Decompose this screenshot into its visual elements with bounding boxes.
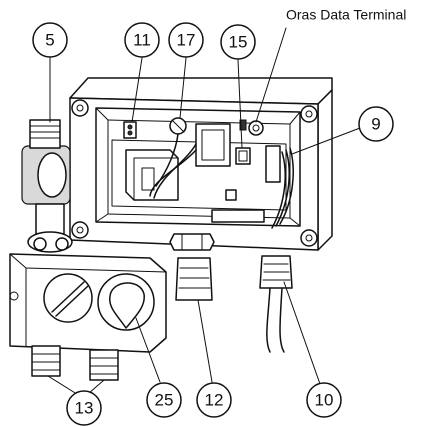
- side-connector: [265, 145, 281, 183]
- terminal-block-11: [123, 121, 137, 139]
- screw-slot: [55, 285, 89, 317]
- leader-9: [291, 127, 361, 155]
- cavity-left-wall: [95, 107, 109, 223]
- leader-15: [237, 59, 243, 149]
- leader-terminal: [255, 27, 287, 123]
- corner-boss-bottom-right: [300, 229, 318, 247]
- terminal-pin: [127, 130, 133, 136]
- data-terminal-socket: [248, 120, 264, 136]
- nut-facets: [181, 233, 203, 251]
- callout-12: 12: [196, 382, 232, 418]
- callout-circle: [220, 24, 256, 60]
- bottom-plate: [211, 209, 265, 223]
- data-terminal-core: [252, 124, 260, 132]
- valve-lower-fitting: [35, 203, 65, 235]
- leader-13a: [47, 375, 81, 397]
- mixer-block: [9, 253, 167, 381]
- wire: [149, 149, 197, 197]
- callout-11: 11: [124, 22, 160, 58]
- corner-boss-bottom-left: [71, 221, 89, 239]
- connector-15: [235, 147, 251, 165]
- cable-10: [266, 287, 271, 353]
- cable-wire: [279, 147, 294, 225]
- callout-circle: [306, 382, 342, 418]
- boss-hole: [76, 226, 84, 234]
- relay-face: [201, 129, 225, 161]
- transformer-edges: [133, 157, 179, 201]
- cable-wire: [271, 151, 286, 229]
- small-chip: [225, 189, 237, 201]
- corner-boss-top-right: [300, 105, 318, 123]
- callout-label: 17: [177, 30, 196, 49]
- outlet-right: [89, 349, 119, 381]
- leader-17: [179, 57, 187, 119]
- wire: [155, 133, 179, 187]
- fitting-threads: [29, 125, 61, 139]
- screw-slot: [51, 281, 85, 313]
- callout-circle: [358, 106, 394, 142]
- valve-coil: [37, 152, 67, 198]
- callout-label: 25: [155, 390, 174, 409]
- callout-circle: [196, 382, 232, 418]
- outlet-threads: [89, 357, 119, 375]
- gland-nut-top: [169, 233, 215, 251]
- valve-assembly: [21, 119, 73, 253]
- callout-circle: [32, 22, 68, 58]
- screw-slot: [171, 119, 185, 133]
- outlet-threads: [31, 353, 61, 371]
- cable-wire: [275, 149, 290, 227]
- callout-label: 11: [133, 30, 151, 49]
- callout-label: 12: [205, 390, 224, 409]
- leader-lines: [47, 27, 361, 397]
- leader-12: [197, 299, 213, 383]
- leader-11: [131, 57, 143, 123]
- callout-5: 5: [32, 22, 68, 58]
- gland-12-threads: [178, 267, 211, 289]
- cable-10: [279, 287, 285, 353]
- cable-glands: [169, 233, 293, 353]
- corner-boss-top-left: [71, 99, 89, 117]
- mixer-block-edges: [9, 253, 167, 347]
- outlet-left: [31, 345, 61, 377]
- wire: [153, 143, 197, 199]
- callout-circle: [146, 382, 182, 418]
- circuit-board: [111, 117, 294, 229]
- connector-15-inner: [238, 150, 248, 162]
- oras-data-terminal-label: Oras Data Terminal: [286, 7, 406, 23]
- callout-17: 17: [168, 22, 204, 58]
- callout-13: 13: [66, 390, 102, 426]
- callout-circle: [66, 390, 102, 426]
- callout-circle: [168, 22, 204, 58]
- callout-25: 25: [146, 382, 182, 418]
- boss-hole: [305, 110, 313, 118]
- callout-label: 15: [229, 32, 248, 51]
- callout-label: 13: [75, 398, 94, 417]
- boss-hole: [305, 234, 313, 242]
- callout-15: 15: [220, 24, 256, 60]
- valve-upper-fitting: [29, 119, 61, 149]
- callout-9: 9: [358, 106, 394, 142]
- transformer-coil: [141, 167, 155, 191]
- boss-hole: [76, 104, 84, 112]
- callout-label: 5: [45, 30, 54, 49]
- leader-10: [283, 281, 321, 385]
- callout-label: 10: [315, 390, 334, 409]
- gland-10-threads: [262, 263, 291, 281]
- knob-grip: [109, 282, 145, 329]
- control-box-right-side: [317, 89, 333, 251]
- valve-port: [33, 237, 47, 251]
- callout-10: 10: [306, 382, 342, 418]
- leader-25: [135, 317, 161, 383]
- gland-12-body: [175, 257, 213, 301]
- led-component: [239, 119, 247, 131]
- valve-port: [55, 237, 69, 251]
- block-side-hole: [9, 291, 19, 301]
- callout-label: 9: [371, 114, 380, 133]
- terminal-pin: [127, 124, 133, 130]
- callout-circle: [124, 22, 160, 58]
- transformer-block: [125, 149, 179, 201]
